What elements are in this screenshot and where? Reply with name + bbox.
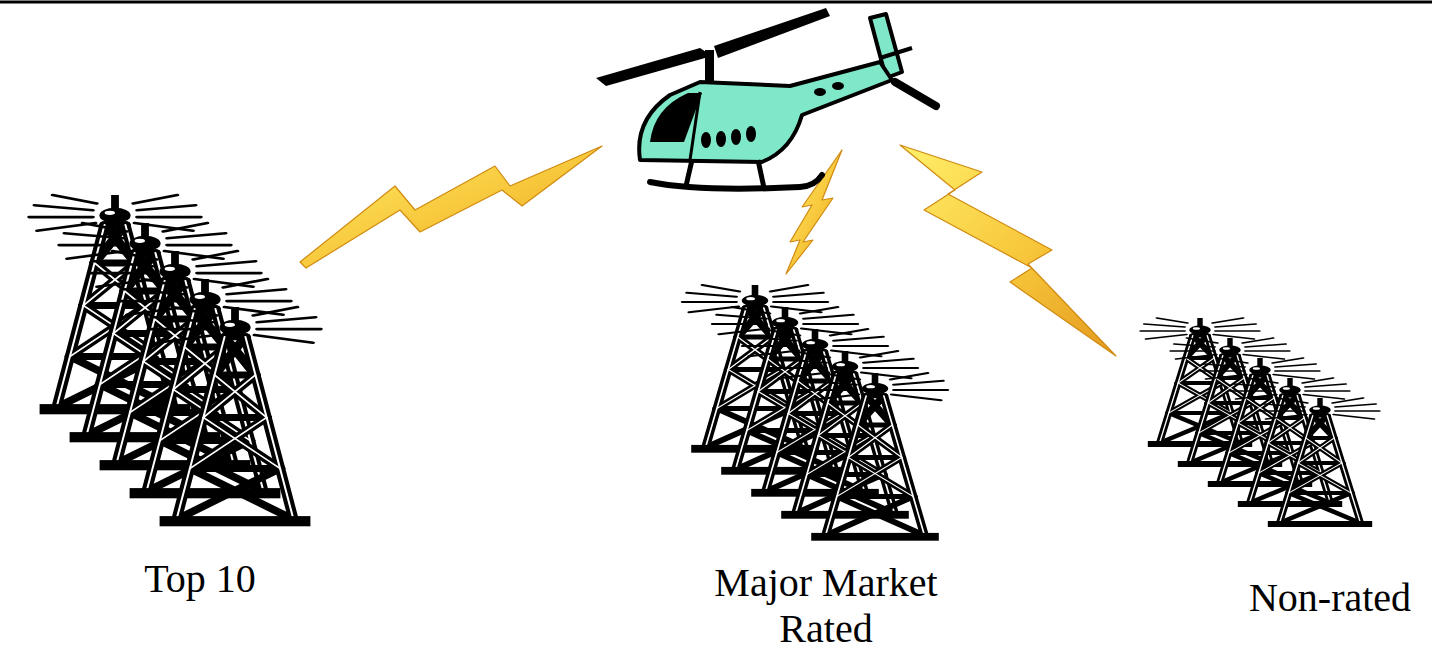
helicopter-part	[814, 88, 826, 96]
helicopter-part	[686, 160, 692, 186]
helicopter-part	[758, 160, 764, 188]
tower-group-major-market-part	[802, 373, 947, 541]
lightning-bolt	[300, 145, 1116, 356]
helicopter-part	[832, 82, 844, 90]
helicopter-part	[650, 175, 822, 189]
helicopter-part	[714, 8, 830, 58]
helicopter-part	[716, 131, 726, 147]
tower-group-non-rated-part	[1261, 398, 1380, 527]
helicopter-part	[895, 82, 936, 106]
lightning-bolt-part	[300, 146, 602, 268]
tower-group-label: Non-rated	[1249, 575, 1411, 621]
helicopter-part	[705, 50, 714, 84]
helicopter-part	[596, 48, 712, 86]
lightning-bolt-part	[786, 150, 842, 274]
helicopter-part	[880, 48, 912, 58]
tower-group-non-rated	[1141, 318, 1380, 527]
helicopter	[596, 8, 936, 189]
helicopter-part	[746, 126, 756, 142]
tower-group-top-10-part	[149, 307, 321, 526]
helicopter-part	[701, 132, 711, 148]
helicopter-part	[731, 129, 741, 145]
helicopter-part	[690, 92, 700, 160]
lightning-bolt-part	[900, 145, 1116, 356]
tower-group-label: Major Market Rated	[686, 560, 966, 652]
tower-group-label: Top 10	[144, 556, 256, 602]
tower-group-top-10	[29, 195, 321, 526]
helicopter-part	[639, 62, 892, 162]
top-rule	[0, 1, 1432, 4]
tower-group-major-market	[682, 285, 947, 541]
